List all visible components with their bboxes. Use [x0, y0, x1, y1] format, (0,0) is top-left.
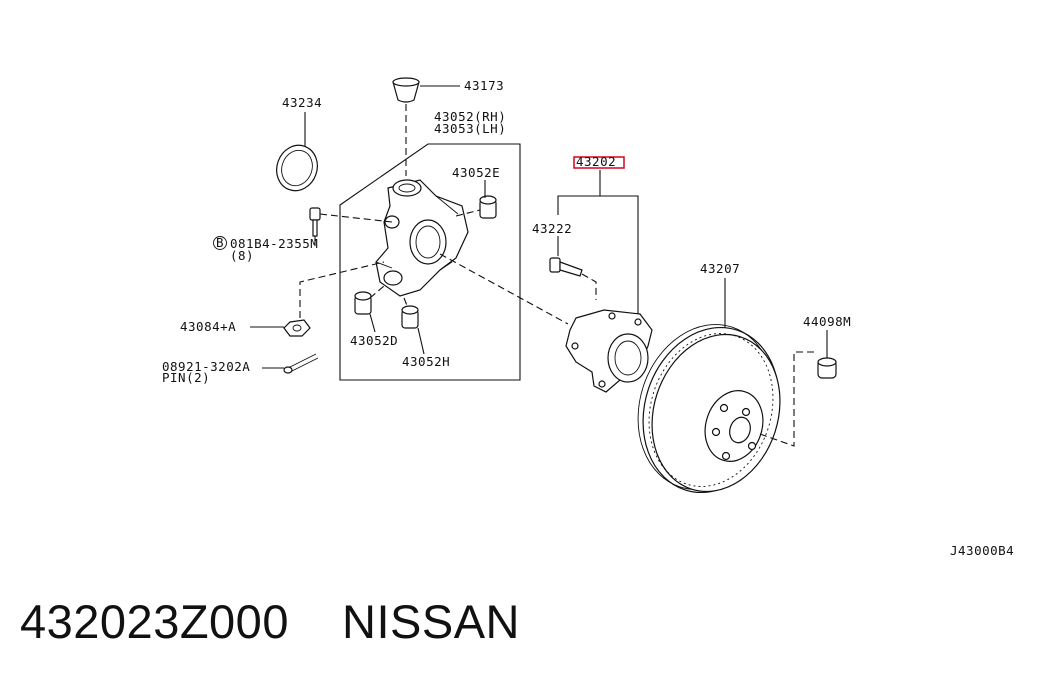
cap-43173 [392, 77, 420, 103]
bushing-43052e [479, 195, 497, 219]
snap-ring-43234 [276, 144, 318, 192]
label-08921: 08921-3202A [162, 359, 250, 374]
label-43052d: 43052D [350, 333, 398, 348]
bolt-081b4 [309, 207, 321, 237]
disc-rotor-43207 [637, 324, 781, 494]
pin-08921 [283, 353, 319, 374]
dash-43052e [455, 209, 481, 217]
hub-bolt-43222 [549, 257, 583, 277]
diagram-code: J43000B4 [950, 543, 1015, 558]
label-43053lh: 43053(LH) [434, 121, 506, 136]
bushing-43052h [401, 305, 419, 329]
bolt-symbol-letter: B [216, 235, 224, 250]
label-081b4-qty: (8) [230, 248, 254, 263]
label-43222: 43222 [532, 221, 572, 236]
knuckle-43052 [375, 179, 469, 297]
leader-43052h [417, 327, 425, 355]
dash-44098m [759, 351, 814, 447]
label-43207: 43207 [700, 261, 740, 276]
exploded-parts-diagram: 43173 43234 43052(RH) 43053(LH) 43052E 4… [162, 77, 851, 494]
dash-knuckle-hub [439, 253, 569, 325]
label-43052e: 43052E [452, 165, 500, 180]
dash-43084a [299, 261, 385, 318]
bolt-symbol-icon [213, 236, 227, 250]
part-number-caption: 432023Z000 [20, 595, 289, 648]
knuckle-group-bracket [339, 143, 521, 381]
highlight-43202 [573, 156, 625, 169]
label-43052rh: 43052(RH) [434, 109, 506, 124]
dash-43052d [369, 285, 385, 299]
label-08921-pin: PIN(2) [162, 370, 210, 385]
bushing-43052d [354, 291, 372, 315]
label-43173: 43173 [464, 78, 504, 93]
label-43084a: 43084+A [180, 319, 236, 334]
label-44098m: 44098M [803, 314, 851, 329]
nut-43084a [283, 319, 311, 337]
dash-43052h [403, 297, 409, 309]
dash-43222 [581, 273, 597, 300]
label-081b4: 081B4-2355M [230, 236, 318, 251]
leader-43052d [369, 313, 376, 333]
label-43234: 43234 [282, 95, 322, 110]
label-43202: 43202 [576, 154, 616, 169]
label-43052h: 43052H [402, 354, 450, 369]
brand-caption: NISSAN [342, 595, 520, 648]
plug-44098m [817, 357, 837, 379]
bracket-43202 [557, 195, 639, 320]
hub-bearing-43202 [565, 309, 653, 393]
dash-081b4 [319, 213, 393, 223]
